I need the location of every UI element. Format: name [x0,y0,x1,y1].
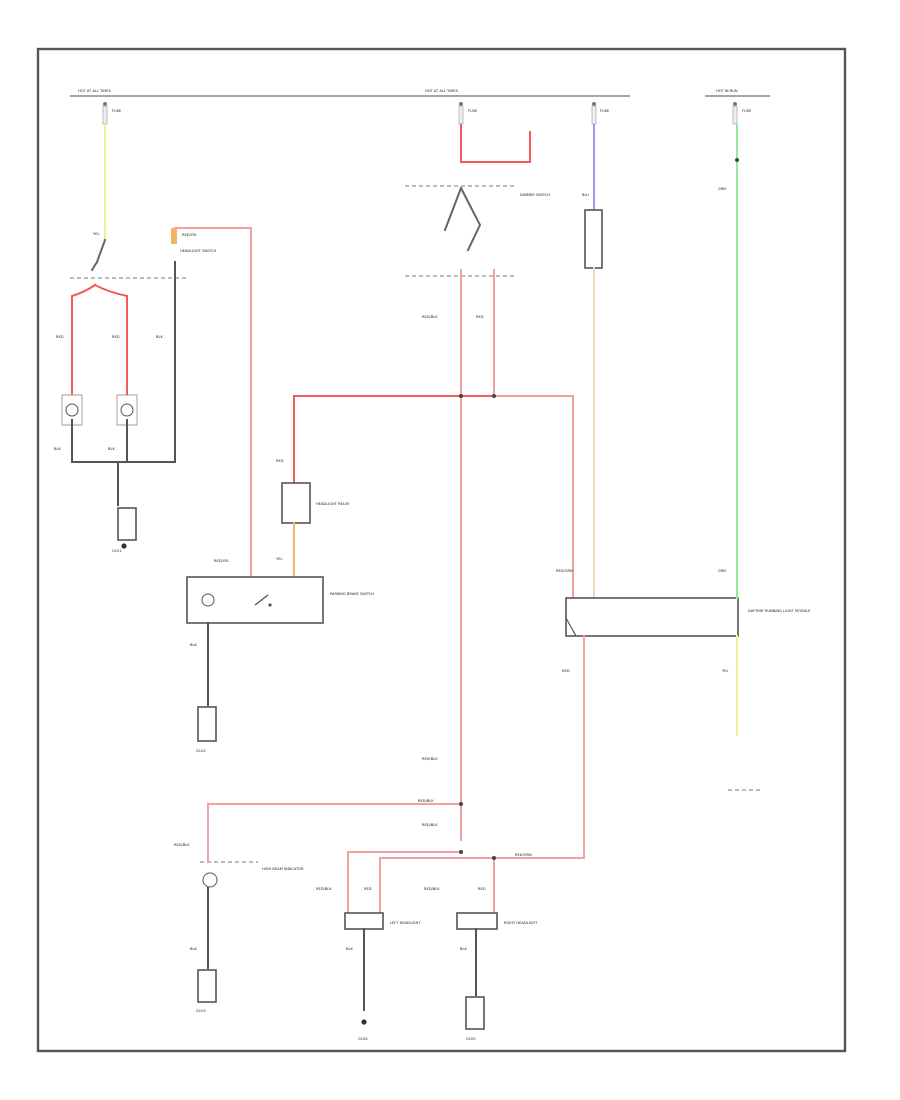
tag-red-blk-1: RED/BLK [422,315,438,319]
bus-label-left: HOT AT ALL TIMES [78,89,112,93]
module-switch-pivot [268,603,272,607]
tag-red-7: RED [478,887,486,891]
high-beam-indicator [202,872,218,888]
tag-red-yel-2: RED/YEL [214,559,229,563]
diagram-frame [36,47,847,1053]
tag-red-blk-2: RED/BLK [422,757,438,761]
tag-blk-7: BLK [460,947,467,951]
fuse-right: FUSE [591,102,610,125]
right-headlight-box [456,912,498,930]
drl-module-diag [565,617,577,637]
wire-red-bulb-left [71,283,97,401]
ground-box-2 [197,706,217,742]
tag-red-blk-6: RED/BLK [316,887,332,891]
high-beam-label: HIGH BEAM INDICATOR [262,867,304,871]
tag-red-grn-1: RED/GRN [556,569,573,573]
switch-label: HEADLIGHT SWITCH [180,249,216,253]
tag-red-blk-7: RED/BLK [424,887,440,891]
tag-blk-1: BLK [156,335,163,339]
ground-box-1 [117,507,137,541]
drl-module-box [565,597,739,637]
tag-blk-6: BLK [346,947,353,951]
wire-black-bulbs [71,419,176,506]
left-headlight-label: LEFT HEADLIGHT [390,921,421,925]
tag-blu-1: BLU [582,193,589,197]
fuse-far: FUSE [732,102,752,125]
tag-blk-5: BLK [190,947,197,951]
tag-yel-3: YEL [722,669,728,673]
ground-label-4: G104 [358,1037,368,1041]
junction-dots [459,158,739,860]
tag-red-3: RED [476,315,484,319]
wire-red-bulb-right [93,283,128,401]
svg-text:FUSE: FUSE [742,109,752,113]
fuse-left: FUSE [102,102,122,125]
relay-label: HEADLIGHT RELAY [316,502,350,506]
tag-yel-2: YEL [276,557,282,561]
right-headlight-label: RIGHT HEADLIGHT [504,921,538,925]
ground-label-5: G105 [466,1037,476,1041]
svg-text:FUSE: FUSE [112,109,122,113]
left-headlight-box [344,912,384,930]
ground-symbol-1 [121,543,127,549]
tag-red-yel-1: RED/YEL [182,233,197,237]
wire-pink-indicator [207,803,462,861]
tag-grn-2: GRN [718,569,726,573]
relay-box [281,482,311,524]
ground-symbol-4 [361,1019,367,1025]
module-switch [254,594,269,606]
tag-yel-1: YEL [93,232,99,236]
ground-box-3 [197,969,217,1003]
wire-pink-left-hl-b [379,857,585,916]
fuse-mid: FUSE [458,102,478,125]
dimmer-label: DIMMER SWITCH [520,193,550,197]
wire-red-dimmer-top [460,124,531,163]
svg-text:FUSE: FUSE [600,109,610,113]
ground-label-2: G102 [196,749,206,753]
tag-red-5: RED [562,669,570,673]
drl-module-label: DAYTIME RUNNING LIGHT MODULE [748,609,811,613]
tag-red-blk-4: RED/BLK [422,823,438,827]
parking-brake-label: PARKING BRAKE SWITCH [330,592,374,596]
ground-label-3: G103 [196,1009,206,1013]
tag-red-2: RED [112,335,120,339]
tag-blk-4: BLK [190,643,197,647]
tag-grn-1: GRN [718,187,726,191]
bulb-left [61,394,83,426]
ground-box-5 [465,996,485,1030]
ground-label-1: G101 [112,549,122,553]
svg-text:FUSE: FUSE [468,109,478,113]
wire-pink-left-hl-a [347,851,462,916]
tag-red-grn-2: RED/GRN [515,853,532,857]
wire-pink-mid-b [493,269,574,601]
headlight-switch-contacts [90,238,107,272]
tag-red-1: RED [56,335,64,339]
drl-resistor [584,209,603,269]
dimmer-switch-arms [443,186,482,252]
bus-label-right: HOT IN RUN [716,89,738,93]
module-bulb [201,593,215,607]
tag-red-4: RED [276,459,284,463]
tag-blk-3: BLK [108,447,115,451]
tag-red-blk-5: RED/BLK [174,843,190,847]
bus-label-mid: HOT AT ALL TIMES [425,89,459,93]
wire-pink-relay [174,227,252,576]
tag-red-blk-3: RED/BLK [418,799,434,803]
tag-blk-2: BLK [54,447,61,451]
switch-tap [171,228,177,244]
tag-red-6: RED [364,887,372,891]
